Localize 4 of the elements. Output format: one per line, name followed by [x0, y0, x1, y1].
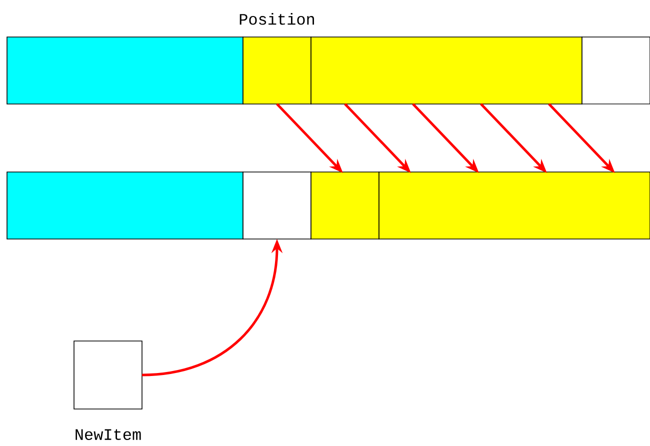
- label: NewItem: [76, 429, 141, 440]
- labelled-box: [74, 340, 142, 440]
- label: Position: [240, 13, 314, 25]
- labelled-box: [240, 13, 314, 104]
